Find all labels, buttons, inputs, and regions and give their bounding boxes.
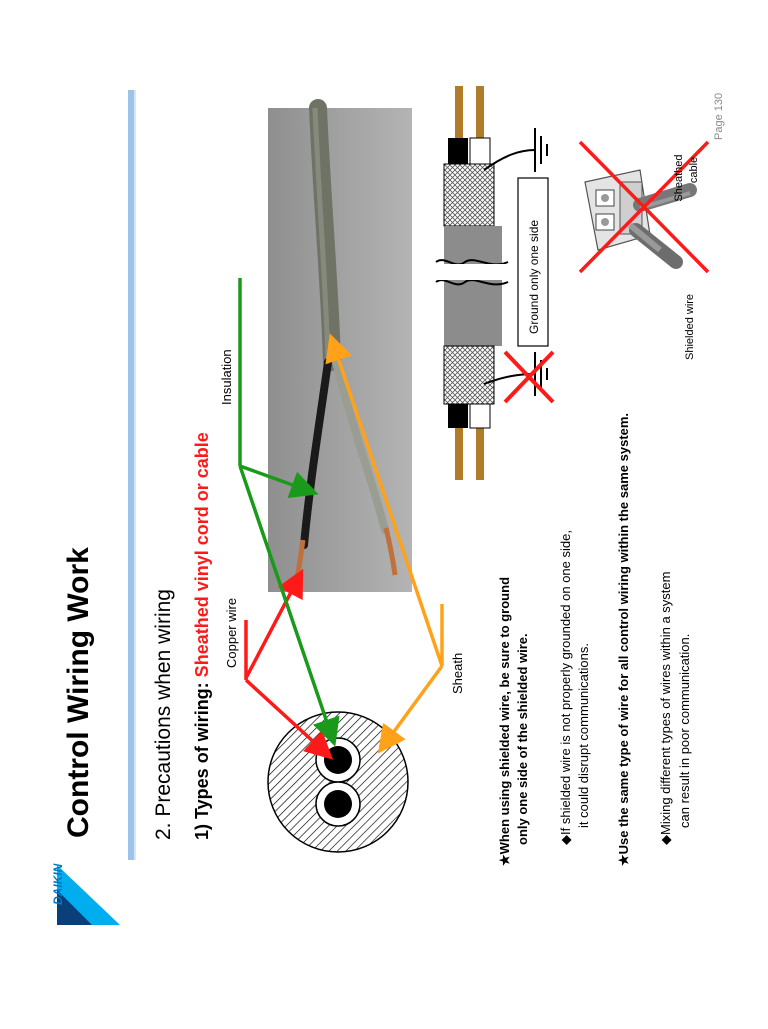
cable-cross-section [267,711,409,853]
daikin-logo: DAIKIN [51,863,120,925]
note-mixing-line-1: ◆Mixing different types of wires within … [658,572,673,845]
mixed-wire-diagram: Sheathed cable Shielded wire [578,140,710,360]
sheathed-cable-label-2: cable [688,157,700,183]
note-ground-sub-line-2: it could disrupt communications. [576,643,591,828]
subsection-heading: 1) Types of wiring: Sheathed vinyl cord … [192,432,212,840]
shielded-wire-label: Shielded wire [684,294,696,360]
brand-name: DAIKIN [51,863,65,905]
section-heading: 2. Precautions when wiring [152,589,175,840]
sheath-arrows [325,333,444,754]
sheath-label: Sheath [450,653,465,694]
title-divider [128,90,134,860]
note-ground-line-1: ★When using shielded wire, be sure to gr… [497,577,512,866]
cable-photo [268,99,412,592]
insulation-arrows [238,278,340,747]
mixed-wire-cross-icon [578,140,710,274]
shield-ground-diagram: Ground only one side [435,86,555,480]
subsection-highlight: Sheathed vinyl cord or cable [192,432,212,677]
note-ground-sub-line-1: ◆If shielded wire is not properly ground… [558,530,573,845]
page-number: Page 130 [713,93,725,140]
note-same-wire: ★Use the same type of wire for all contr… [616,413,631,866]
page-title: Control Wiring Work [62,547,95,838]
subsection-prefix: 1) Types of wiring: [192,677,212,840]
no-ground-cross-icon [503,350,555,404]
sheathed-cable-label-1: Sheathed [673,154,685,201]
copper-wire-label: Copper wire [224,598,239,668]
ground-one-side-label: Ground only one side [527,220,541,334]
note-mixing-line-2: can result in poor communication. [677,634,692,828]
note-ground-line-2: only one side of the shielded wire. [515,633,530,845]
insulation-label: Insulation [219,349,234,405]
